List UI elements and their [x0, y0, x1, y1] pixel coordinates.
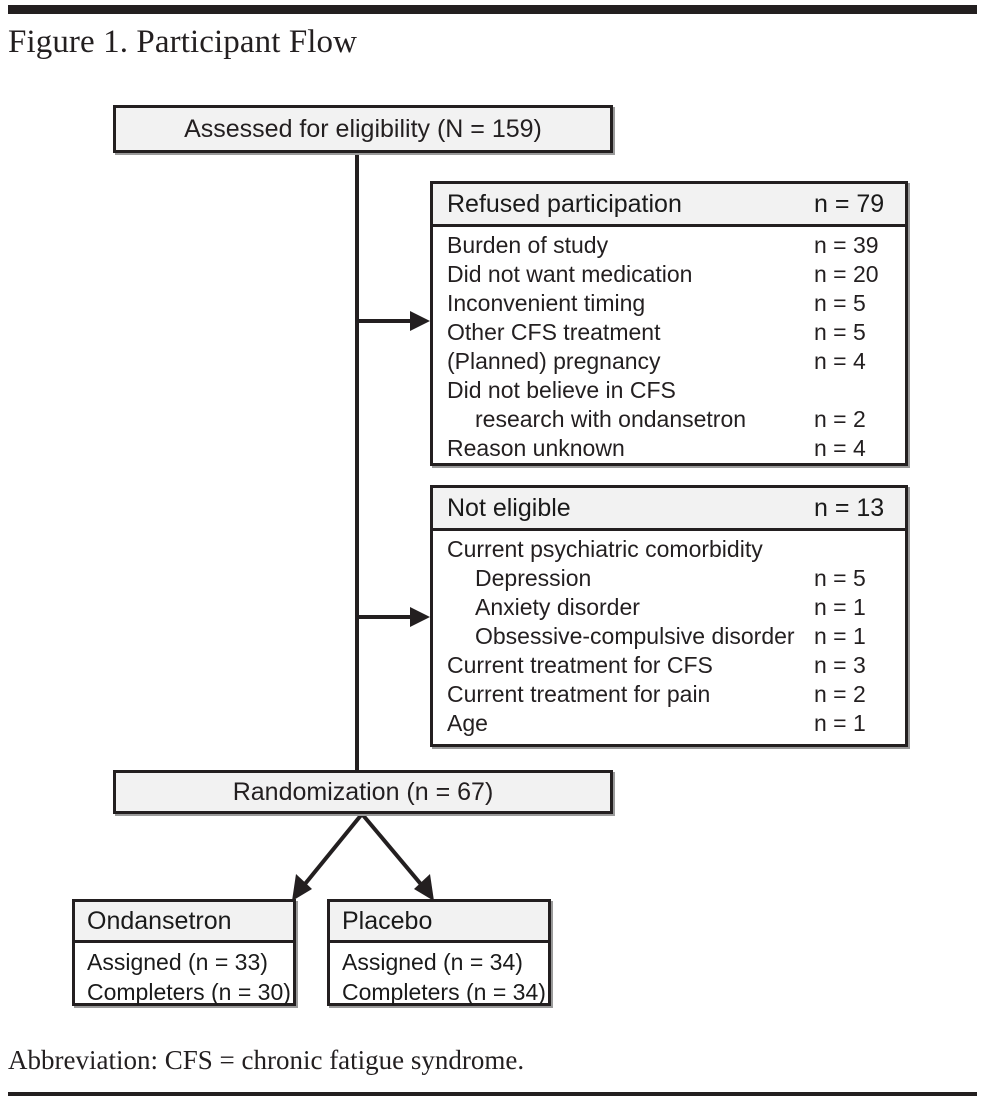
detail-row-count: n = 5 [814, 319, 866, 345]
detail-row: Current treatment for pain n = 2 [433, 680, 905, 709]
detail-row: Did not want medication n = 20 [433, 260, 905, 289]
refused-header-label: Refused participation [447, 189, 682, 218]
detail-row: (Planned) pregnancy n = 4 [433, 347, 905, 376]
not-eligible-header: Not eligible n = 13 [433, 488, 905, 531]
detail-row-count: n = 4 [814, 435, 866, 461]
ondansetron-assigned: Assigned (n = 33) [87, 949, 268, 975]
detail-row-label: Other CFS treatment [447, 319, 661, 345]
detail-row-label: (Planned) pregnancy [447, 348, 661, 374]
detail-row-count: n = 20 [814, 261, 879, 287]
detail-row-label: Current psychiatric comorbidity [447, 536, 763, 562]
detail-row-count: n = 1 [814, 623, 866, 649]
ondansetron-details: Assigned (n = 33) Completers (n = 30) [75, 943, 293, 1009]
detail-row-count: n = 1 [814, 594, 866, 620]
detail-row-count: n = 3 [814, 652, 866, 678]
assessed-label: Assessed for eligibility (N = 159) [184, 115, 542, 143]
detail-row-count: n = 1 [814, 710, 866, 736]
detail-row-label: Anxiety disorder [475, 594, 640, 620]
detail-row: Age n = 1 [433, 709, 905, 738]
placebo-title: Placebo [342, 907, 433, 935]
detail-row: Burden of study n = 39 [433, 231, 905, 260]
detail-row-count: n = 5 [814, 290, 866, 316]
page-title: Figure 1. Participant Flow [8, 24, 358, 60]
node-assessed-for-eligibility[interactable]: Assessed for eligibility (N = 159) [113, 105, 613, 153]
refused-header: Refused participation n = 79 [433, 184, 905, 227]
detail-row-label: Did not want medication [447, 261, 693, 287]
detail-row: Other CFS treatment n = 5 [433, 318, 905, 347]
detail-row-count: n = 2 [814, 681, 866, 707]
node-randomization[interactable]: Randomization (n = 67) [113, 770, 613, 814]
ondansetron-header: Ondansetron [75, 902, 293, 943]
placebo-completers: Completers (n = 34) [342, 979, 546, 1005]
node-refused-participation[interactable]: Refused participation n = 79 Burden of s… [430, 181, 908, 466]
node-arm-ondansetron[interactable]: Ondansetron Assigned (n = 33) Completers… [72, 899, 296, 1006]
detail-row: Current psychiatric comorbidity [433, 535, 905, 564]
node-arm-placebo[interactable]: Placebo Assigned (n = 34) Completers (n … [327, 899, 551, 1006]
detail-row-label: Current treatment for CFS [447, 652, 713, 678]
detail-row-label: Depression [475, 565, 592, 591]
detail-row-label: Current treatment for pain [447, 681, 711, 707]
detail-row: Obsessive-compulsive disorder n = 1 [433, 622, 905, 651]
detail-row: Depression n = 5 [433, 564, 905, 593]
detail-row-label: Inconvenient timing [447, 290, 646, 316]
detail-row-count: n = 5 [814, 565, 866, 591]
detail-row-label: Age [447, 710, 488, 736]
placebo-header: Placebo [330, 902, 548, 943]
detail-row: Reason unknown n = 4 [433, 434, 905, 463]
figure-note: Abbreviation: CFS = chronic fatigue synd… [8, 1045, 525, 1075]
not-eligible-header-count: n = 13 [814, 493, 885, 522]
detail-row: research with ondansetron n = 2 [433, 405, 905, 434]
placebo-details: Assigned (n = 34) Completers (n = 34) [330, 943, 548, 1009]
placebo-assigned: Assigned (n = 34) [342, 949, 523, 975]
node-not-eligible[interactable]: Not eligible n = 13 Current psychiatric … [430, 485, 908, 747]
detail-row: Current treatment for CFS n = 3 [433, 651, 905, 680]
not-eligible-header-label: Not eligible [447, 493, 571, 522]
ondansetron-completers: Completers (n = 30) [87, 979, 291, 1005]
detail-row-count: n = 4 [814, 348, 866, 374]
refused-header-count: n = 79 [814, 189, 885, 218]
detail-row: Did not believe in CFS [433, 376, 905, 405]
detail-row-label: research with ondansetron [475, 406, 747, 432]
detail-row-label: Reason unknown [447, 435, 625, 461]
detail-row-label: Did not believe in CFS [447, 377, 676, 403]
bottom-rule [8, 1092, 977, 1096]
detail-row-label: Burden of study [447, 232, 609, 258]
detail-row-label: Obsessive-compulsive disorder [475, 623, 795, 649]
detail-row-count: n = 2 [814, 406, 866, 432]
detail-row: Anxiety disorder n = 1 [433, 593, 905, 622]
top-rule [8, 5, 977, 14]
randomization-label: Randomization (n = 67) [232, 778, 494, 806]
detail-row: Inconvenient timing n = 5 [433, 289, 905, 318]
ondansetron-title: Ondansetron [87, 907, 232, 935]
detail-row-count: n = 39 [814, 232, 879, 258]
